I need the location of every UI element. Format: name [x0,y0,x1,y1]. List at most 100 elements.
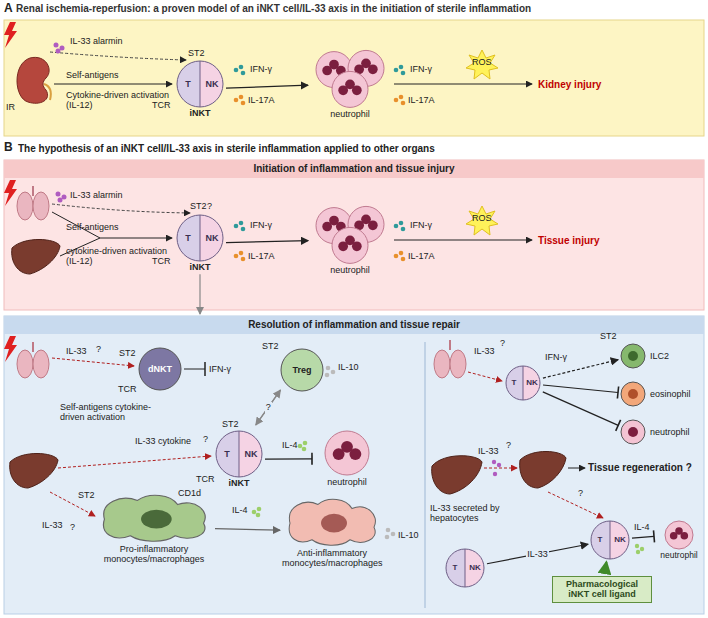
label: IL-33 secreted by hepatocytes [430,503,522,524]
node-text: neutrophil [656,551,702,561]
node-text: iNKT [205,478,273,488]
cell-outline [621,344,645,368]
cell-shape [620,343,646,369]
cell-shape [310,48,390,108]
il33-arrow [58,456,211,468]
label: Self-antigens cytokine-driven activation [60,402,160,423]
nucleus-lobe [352,85,362,95]
ros-burst [466,50,498,79]
label: Self-antigens [66,70,119,80]
node-text: Anti-inflammatory monocytes/macrophages [282,548,382,569]
ureter [44,84,51,100]
nucleus [321,514,347,533]
node-text: NK [200,233,224,243]
cell-outline [621,382,645,406]
node-text: neutrophil [310,265,390,275]
panel-ground [4,316,704,614]
label: ST2 [262,341,279,351]
nucleus-lobe [681,532,689,540]
inhibit-bar [653,530,656,542]
cell-shape [314,430,380,476]
label: Kidney injury [538,79,601,91]
band [4,160,704,178]
connector [604,562,606,574]
nkt-cell: TNKiNKT [176,214,224,272]
liver [432,456,482,494]
label: CD1d [178,488,201,498]
label: IFN-γ [250,220,272,230]
divider [425,342,426,608]
nucleus [628,389,638,399]
label: ? [203,434,208,444]
round-cell: dNKT [138,347,182,391]
neutrophil: neutrophil [310,48,390,119]
cell-divider [610,521,611,559]
node-text: NK [610,535,630,544]
arrow [54,84,172,85]
inhibit-bar [311,453,313,465]
label: ST2 [222,419,239,429]
label: IL-33 [474,346,495,356]
nucleus-lobe [352,241,362,251]
trachea [32,186,34,196]
label: IL-4 [282,440,298,450]
lightning [4,180,17,206]
arrow [394,240,532,241]
node-text: NK [200,79,224,89]
il33-dots [54,43,65,54]
label: ST2 [600,331,617,341]
label: Self-antigens [66,222,119,232]
node-text: NK [465,563,485,572]
connector [265,458,312,459]
il17-dots [234,251,406,262]
label: ? [207,201,212,211]
node-text: eosinophil [650,389,691,399]
neutrophil: neutrophil [314,430,380,487]
cell-outline [506,366,540,400]
lung [434,350,450,378]
node-text: T [176,233,200,243]
nkt-cell: TNK [505,365,541,401]
label: TCR [118,384,137,394]
small-cell: neutrophil [620,419,704,445]
connector [632,536,654,538]
nucleus-lobe [368,64,378,74]
trachea [449,340,451,350]
label: IFN-γ [410,220,432,230]
label: ST2 [190,201,207,211]
lung [33,350,49,378]
trachea [32,342,34,352]
node-text: ILC2 [650,351,669,361]
connector [215,529,280,530]
cell-outline [177,215,223,261]
label: IL-33 alarmin [70,36,123,46]
il4-dots [635,544,644,554]
round-cell: Treg [280,348,324,392]
liver [12,240,60,275]
connector [487,544,588,564]
connector [543,385,618,393]
nk-half [200,61,223,107]
nkt-cell: TNK [445,548,485,588]
il33-arrow [548,492,603,518]
node-text: T [505,378,523,387]
label: ROS [472,213,492,223]
node-text: Resolution of inflammation and tissue re… [4,316,704,331]
connector [543,360,618,378]
node-text: Pharmacological iNKT cell ligand [556,579,648,600]
label: cytokine-driven activation (IL-12) [66,246,171,267]
band [4,316,704,334]
label: TCR [152,100,171,110]
cell-outline [621,420,645,444]
node-text: T [176,79,200,89]
node-text: iNKT [166,108,234,118]
label: IL-33 [66,346,87,356]
inhibit-bar [204,362,206,376]
label: IL-17A [248,251,275,261]
cell-outline [281,349,323,391]
t-half [506,366,523,400]
small-cell: ILC2 [620,343,704,369]
label: B [4,141,13,155]
nucleus-lobe [349,448,361,460]
label: The hypothesis of an iNKT cell/IL-33 axi… [18,143,435,155]
